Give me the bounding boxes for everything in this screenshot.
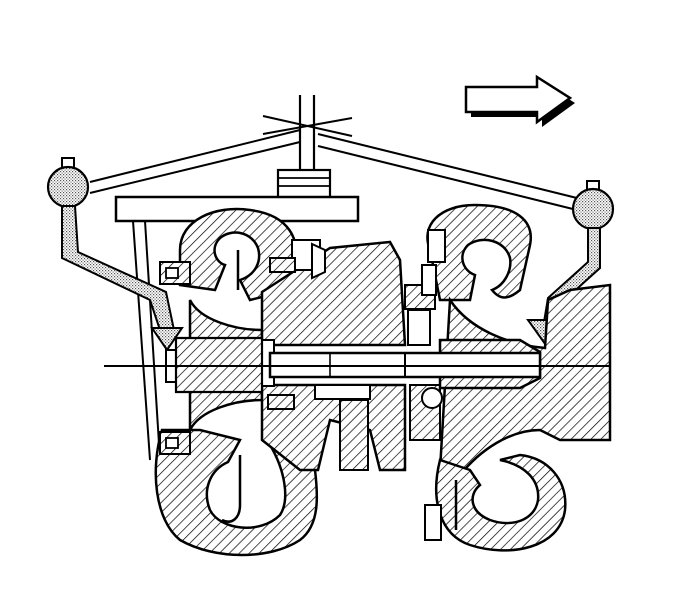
left-bracket (132, 220, 161, 461)
actuator-rod (262, 95, 353, 200)
left-turbine-housing (154, 207, 319, 557)
sensor-cables (89, 129, 586, 213)
center-bearing-housing (259, 239, 407, 472)
flow-direction-arrow-icon (464, 74, 575, 127)
left-sensor (46, 157, 184, 352)
